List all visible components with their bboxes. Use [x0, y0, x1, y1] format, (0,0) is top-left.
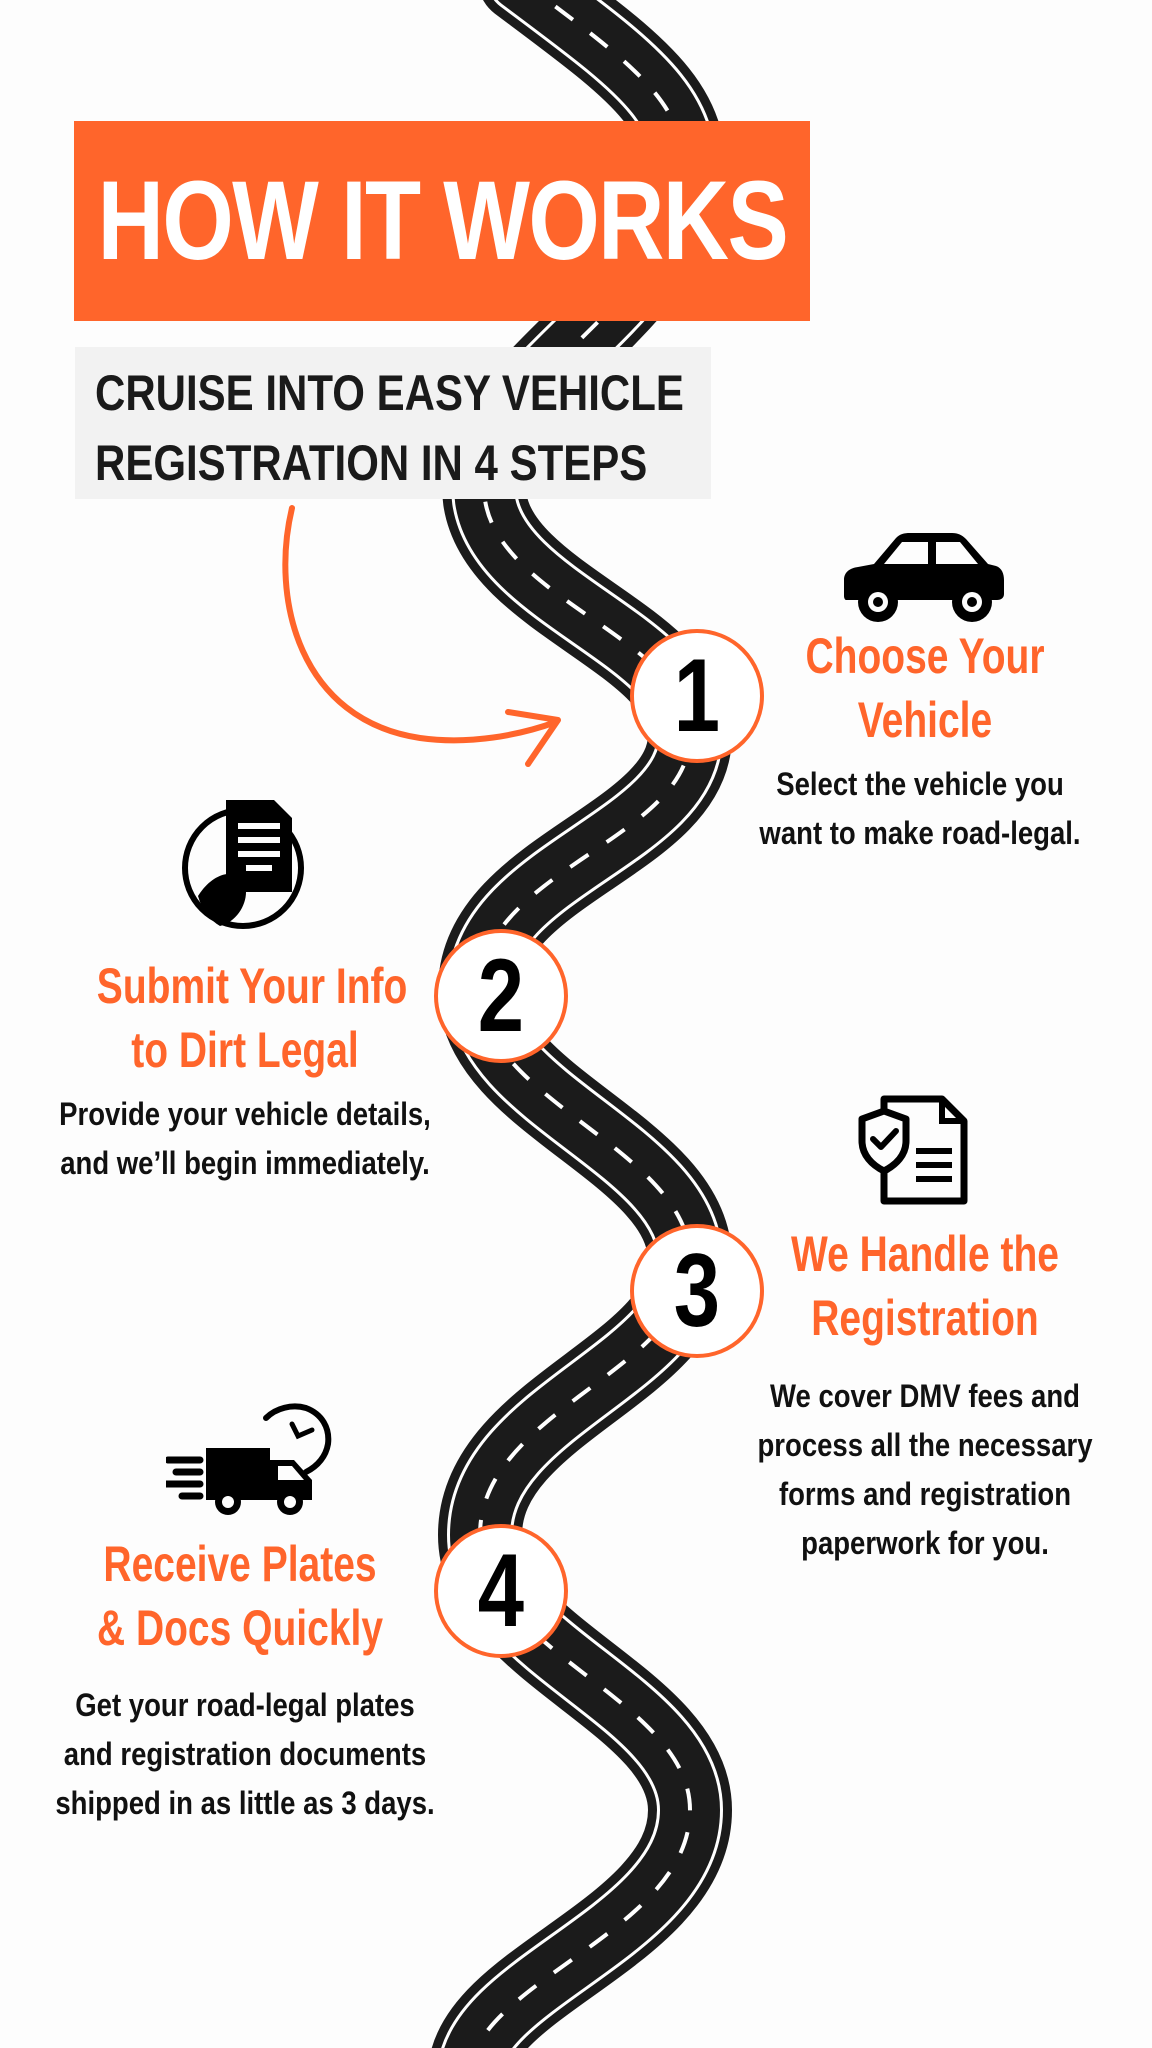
step-3-desc-line: forms and registration [778, 1476, 1072, 1512]
title-banner: HOW IT WORKS [74, 121, 810, 321]
step-4-title: Receive Plates & Docs Quickly [50, 1532, 430, 1660]
curved-arrow-icon [282, 505, 561, 767]
step-3-desc-line: paperwork for you. [801, 1525, 1049, 1561]
step-3-title-line: Registration [811, 1290, 1039, 1346]
step-3-description: We cover DMV fees and process all the ne… [720, 1372, 1130, 1568]
step-4-title-line: & Docs Quickly [96, 1600, 384, 1656]
step-4-desc-line: and registration documents [63, 1736, 427, 1772]
step-3-title: We Handle the Registration [735, 1222, 1115, 1350]
step-2-desc-line: Provide your vehicle details, [59, 1096, 431, 1132]
step-4-number: 4 [477, 1533, 525, 1649]
step-4-title-line: Receive Plates [103, 1536, 377, 1592]
step-2-title-line: to Dirt Legal [131, 1022, 359, 1078]
hand-holding-document-icon [182, 800, 304, 929]
step-4-desc-line: shipped in as little as 3 days. [55, 1785, 435, 1821]
step-1-description: Select the vehicle you want to make road… [720, 760, 1120, 858]
fast-delivery-truck-icon [166, 1403, 332, 1515]
step-1-badge: 1 [630, 629, 764, 763]
car-icon [844, 533, 1004, 622]
step-2-description: Provide your vehicle details, and we’ll … [20, 1090, 470, 1188]
subtitle-line-2: REGISTRATION IN 4 STEPS [95, 435, 648, 491]
step-2-number: 2 [477, 938, 525, 1054]
step-4-description: Get your road-legal plates and registrat… [15, 1681, 475, 1828]
step-3-number: 3 [673, 1233, 721, 1349]
page-title: HOW IT WORKS [97, 158, 788, 283]
step-1-desc-line: Select the vehicle you [776, 766, 1064, 802]
step-3-desc-line: We cover DMV fees and [770, 1378, 1080, 1414]
step-2-desc-line: and we’ll begin immediately. [60, 1145, 430, 1181]
step-1-title-line: Vehicle [857, 692, 993, 748]
subtitle-line-1: CRUISE INTO EASY VEHICLE [95, 365, 684, 421]
step-2-badge: 2 [434, 929, 568, 1063]
shield-document-icon [858, 1095, 968, 1205]
step-2-title-line: Submit Your Info [96, 958, 408, 1014]
step-1-number: 1 [673, 638, 721, 754]
step-1-desc-line: want to make road-legal. [759, 815, 1081, 851]
step-1-title-line: Choose Your [805, 628, 1045, 684]
step-1-title: Choose Your Vehicle [740, 624, 1110, 752]
step-3-title-line: We Handle the [790, 1226, 1060, 1282]
step-4-badge: 4 [434, 1524, 568, 1658]
step-3-badge: 3 [630, 1224, 764, 1358]
step-3-desc-line: process all the necessary [757, 1427, 1093, 1463]
step-2-title: Submit Your Info to Dirt Legal [55, 954, 435, 1082]
step-4-desc-line: Get your road-legal plates [75, 1687, 415, 1723]
subtitle-box: CRUISE INTO EASY VEHICLE REGISTRATION IN… [75, 347, 711, 499]
